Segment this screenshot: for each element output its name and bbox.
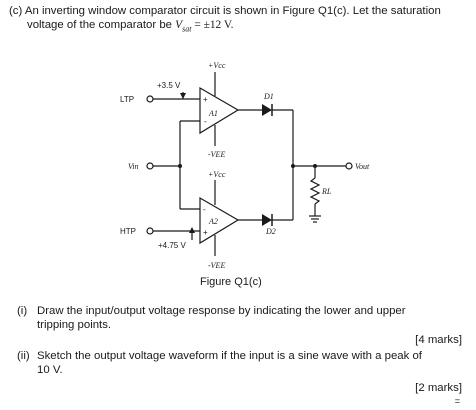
op-amp-a1 (199, 86, 240, 135)
vin-terminal (146, 162, 154, 170)
htp-label: HTP (120, 227, 136, 236)
part-label: (c) (9, 5, 23, 17)
load-resistor (309, 177, 321, 205)
vsat-subscript: sat (182, 24, 192, 34)
ref-top-label: +3.5 V (157, 81, 181, 90)
intro-line-1: (c) An inverting window comparator circu… (9, 4, 469, 18)
diode-d2 (262, 214, 272, 226)
question-intro: (c) An inverting window comparator circu… (9, 4, 469, 36)
sub-question-line: Sketch the output voltage waveform if th… (37, 350, 422, 362)
a1-minus: - (204, 117, 207, 126)
op-amp-a2 (199, 196, 240, 245)
sub-question-line: 10 V. (37, 364, 63, 376)
intro-text-1: An inverting window comparator circuit i… (24, 5, 441, 17)
diode-d1 (262, 104, 272, 116)
sub-question-ii: (ii) Sketch the output voltage waveform i… (17, 349, 472, 377)
vee-a2-label: -VEE (208, 261, 225, 270)
vee-a1-label: -VEE (208, 150, 225, 159)
load-label: RL (321, 187, 332, 196)
diode-d2-label: D2 (265, 227, 276, 236)
marks-ii: [2 marks] (415, 382, 462, 394)
figure-caption: Figure Q1(c) (200, 276, 262, 288)
vsat-value: = ±12 V. (191, 19, 234, 31)
htp-terminal (146, 227, 154, 235)
sub-question-label: (ii) (17, 350, 30, 362)
intro-text-2: voltage of the comparator be (27, 19, 176, 31)
intro-line-2: voltage of the comparator be Vsat = ±12 … (9, 18, 469, 36)
amp-a2-label: A2 (208, 217, 218, 226)
vin-label: Vin (128, 162, 139, 171)
ref-bottom-label: +4.75 V (158, 241, 186, 250)
sub-question-label: (i) (17, 305, 28, 317)
marks-i: [4 marks] (415, 334, 462, 346)
vcc-a2-label: +Vcc (208, 170, 226, 179)
vout-terminal (345, 162, 353, 170)
vsat-symbol: V (175, 19, 183, 31)
a1-plus: + (203, 95, 208, 104)
end-mark: = (454, 396, 460, 406)
a2-minus: - (203, 205, 206, 214)
ltp-label: LTP (120, 95, 134, 104)
vout-label: Vout (355, 162, 370, 171)
sub-question-line: Draw the input/output voltage response b… (37, 305, 406, 317)
vcc-top-label: +Vcc (208, 61, 226, 70)
sub-question-i: (i) Draw the input/output voltage respons… (17, 304, 467, 332)
a2-plus: + (203, 228, 208, 237)
diode-d1-label: D1 (263, 92, 274, 101)
sub-question-line: tripping points. (37, 319, 112, 331)
ltp-terminal (146, 95, 154, 103)
amp-a1-label: A1 (208, 109, 218, 118)
